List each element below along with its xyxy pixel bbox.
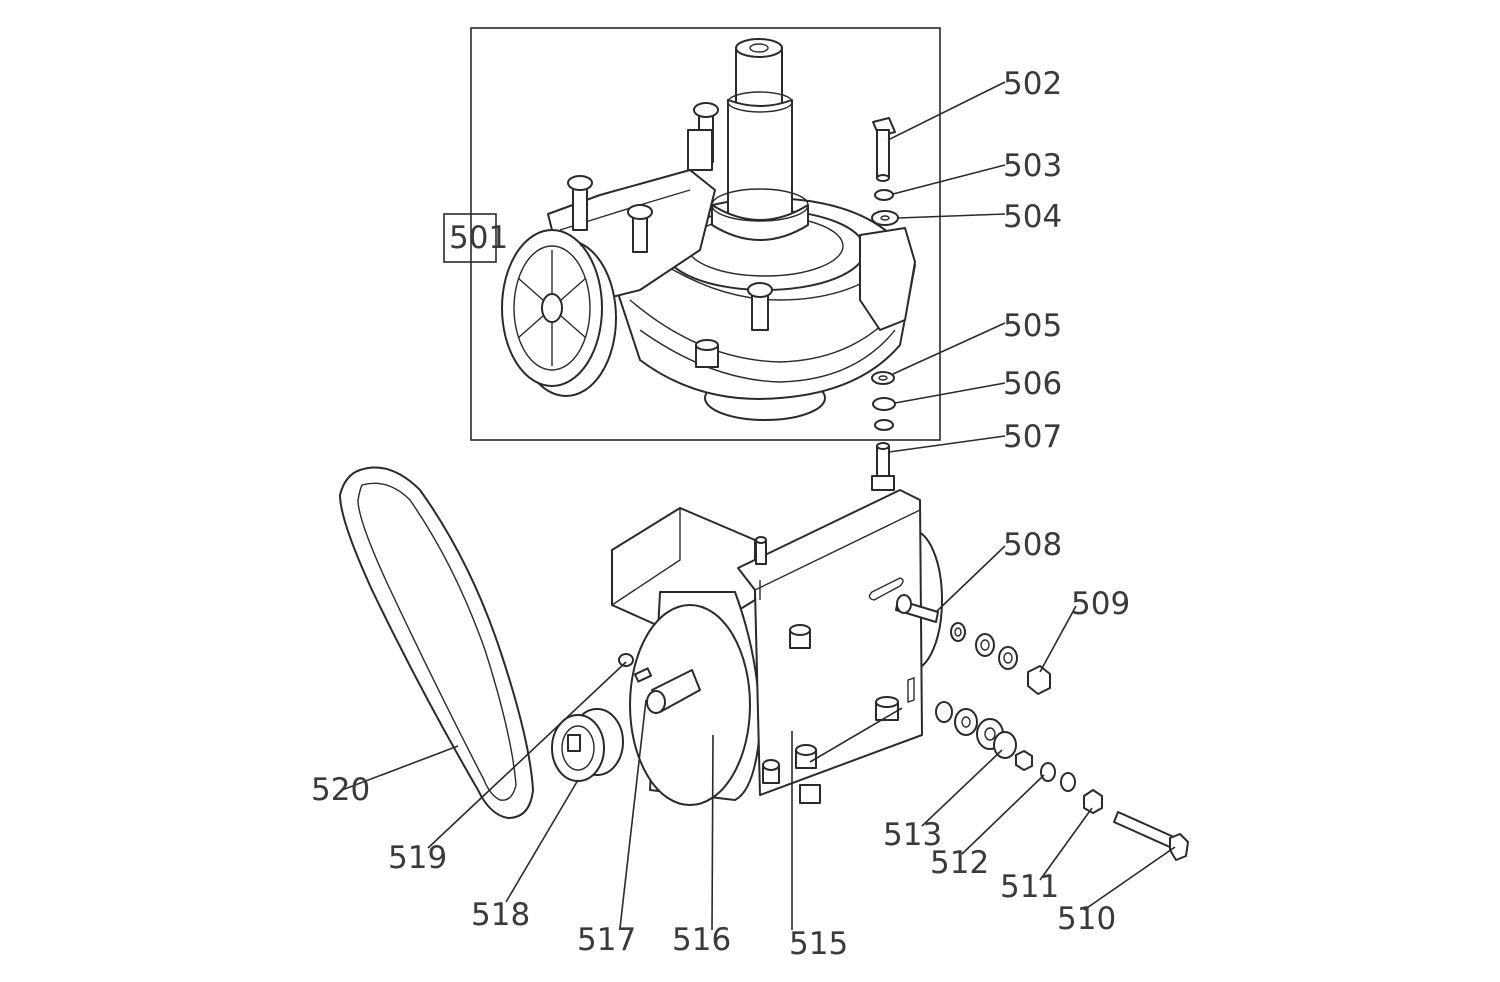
stud-508 <box>895 594 939 623</box>
callout-508: 508 <box>1003 527 1062 563</box>
washer-504 <box>871 210 899 226</box>
callout-515: 515 <box>789 926 848 962</box>
transaxle-input-pulley <box>501 229 617 397</box>
drive-belt-520 <box>339 466 534 819</box>
washer-506b <box>874 419 894 431</box>
washer-512c <box>1060 772 1076 792</box>
callout-504: 504 <box>1003 199 1062 235</box>
callout-516: 516 <box>672 922 731 958</box>
assembly-501-label-box <box>443 213 497 263</box>
callout-502: 502 <box>1003 66 1062 102</box>
callout-510: 510 <box>1057 901 1116 937</box>
callout-518: 518 <box>471 897 530 933</box>
assembly-501-frame <box>470 27 941 441</box>
callout-503: 503 <box>1003 148 1062 184</box>
callout-520: 520 <box>311 772 370 808</box>
transaxle-gearbox <box>547 38 916 421</box>
mounting-plate-515 <box>737 489 943 804</box>
callout-513: 513 <box>883 817 942 853</box>
pin-507 <box>871 442 895 491</box>
washer-stack-513 <box>935 701 1017 759</box>
washer-506 <box>872 397 896 411</box>
callout-511: 511 <box>1000 869 1059 905</box>
callout-512: 512 <box>930 845 989 881</box>
leader-lines <box>341 81 1176 931</box>
callout-501: 501 <box>449 220 508 256</box>
nut-511 <box>1083 789 1103 814</box>
washer-row-509 <box>950 622 1051 695</box>
callout-506: 506 <box>1003 366 1062 402</box>
motor-assembly <box>611 507 761 806</box>
callout-517: 517 <box>577 922 636 958</box>
callout-507: 507 <box>1003 419 1062 455</box>
callout-519: 519 <box>388 840 447 876</box>
washer-505 <box>871 371 895 385</box>
callout-505: 505 <box>1003 308 1062 344</box>
bolt-502 <box>872 117 896 182</box>
motor-pulley-518 <box>551 708 624 782</box>
callout-509: 509 <box>1071 586 1130 622</box>
bolt-510 <box>1113 811 1189 861</box>
washer-512b <box>1040 762 1056 782</box>
washer-503 <box>874 189 894 201</box>
nut-512 <box>1015 750 1033 771</box>
